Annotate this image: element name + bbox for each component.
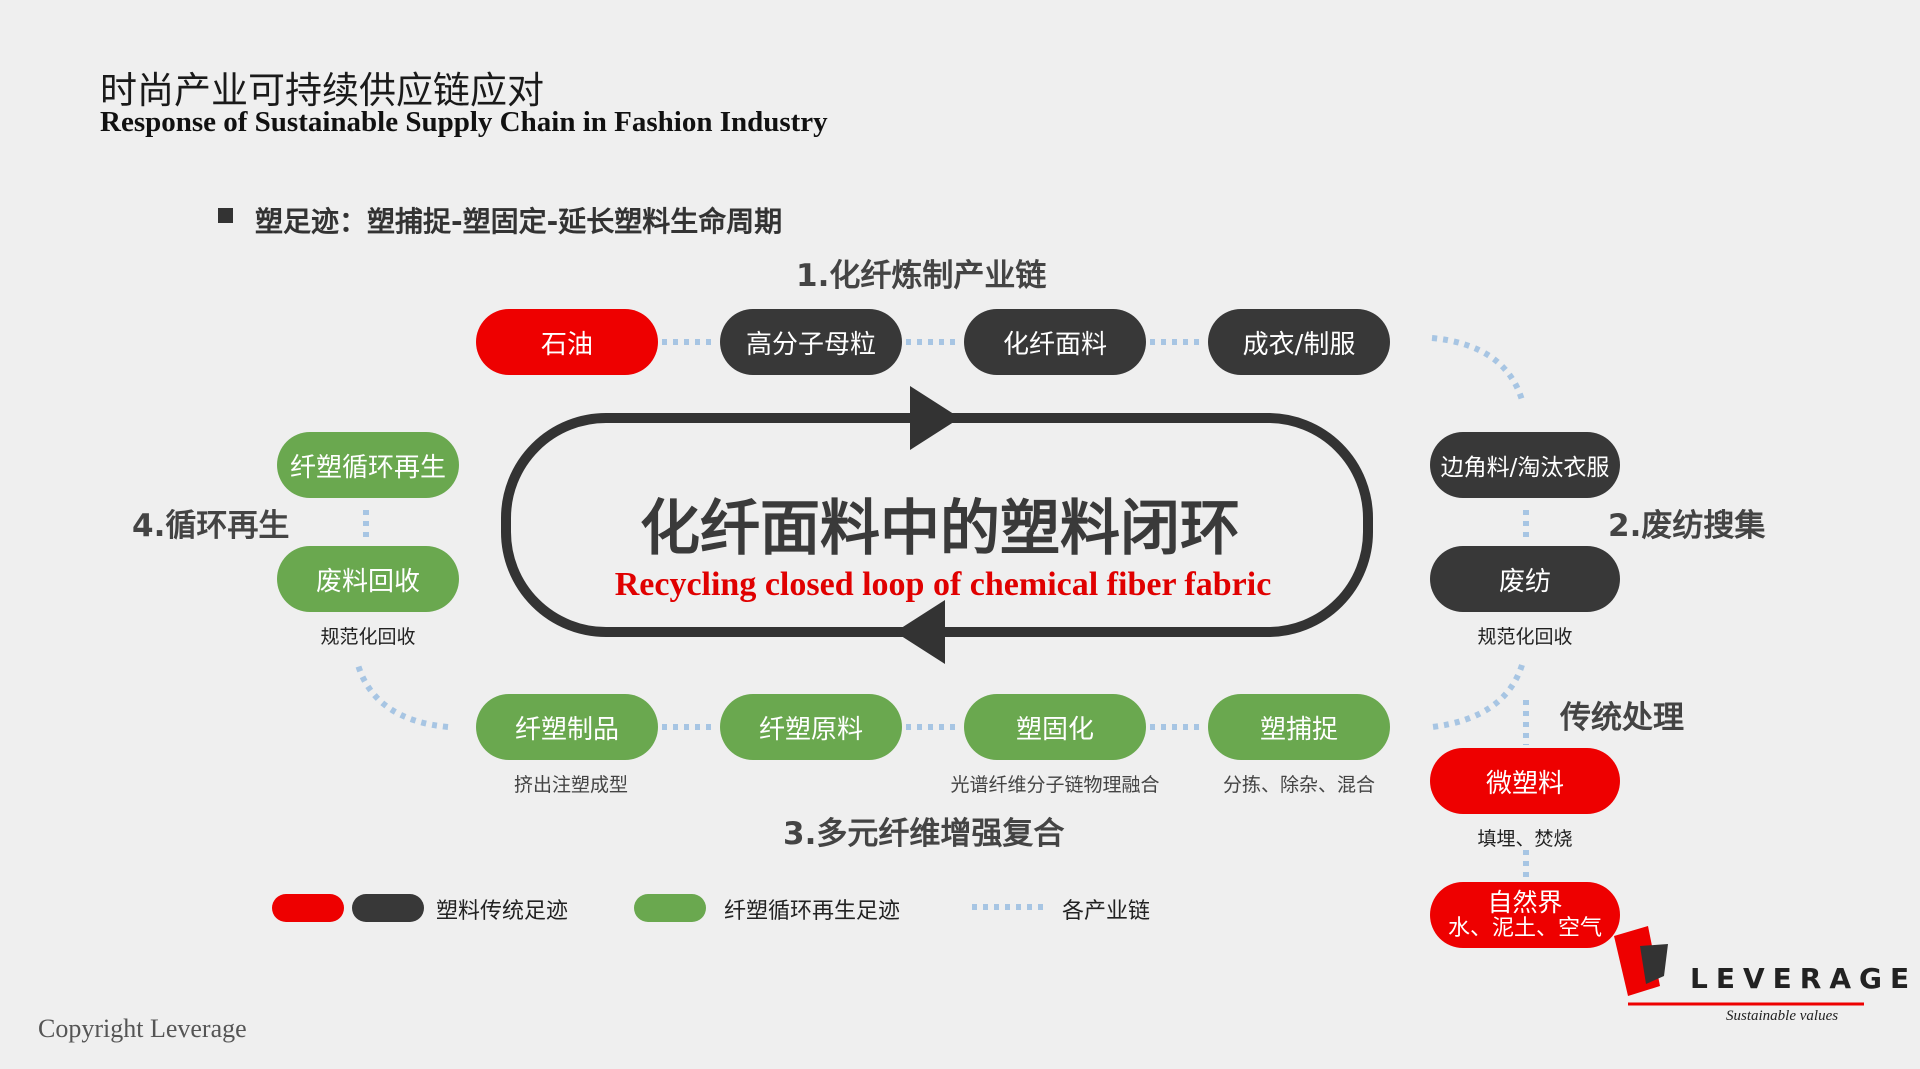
page-title: 时尚产业可持续供应链应对 [100,69,544,112]
node-nature-sub: 水、泥土、空气 [1447,915,1602,941]
link-waste-capture [1431,664,1525,730]
brand-name: LEVERAGE [1690,962,1918,995]
note-microplastic: 填埋、焚烧 [1477,828,1573,850]
brand-tagline: Sustainable values [1726,1008,1839,1024]
node-scraps: 边角料/淘汰衣服 [1430,432,1620,498]
note-fixation: 光谱纤维分子链物理融合 [950,774,1160,796]
copyright: Copyright Leverage [38,1014,247,1043]
note-product: 挤出注塑成型 [513,774,628,796]
section-3-title: 3.多元纤维增强复合 [783,816,1065,852]
node-oil: 石油 [476,309,658,375]
loop-title-en: Recycling closed loop of chemical fiber … [614,566,1272,603]
page-title-en: Response of Sustainable Supply Chain in … [100,106,828,138]
node-fabric: 化纤面料 [964,309,1146,375]
node-microplastic: 微塑料 [1430,748,1620,814]
loop-arrow-right-icon [910,386,960,450]
legend-dark-swatch [352,894,424,922]
node-raw-material: 纤塑原料 [720,694,902,760]
node-recycle-regen: 纤塑循环再生 [277,432,459,498]
legend-recycle: 纤塑循环再生足迹 [724,899,901,924]
legend-chain: 各产业链 [1062,899,1151,924]
note-waste-textile: 规范化回收 [1477,626,1573,648]
node-nature: 自然界 水、泥土、空气 [1430,882,1620,948]
node-product: 纤塑制品 [476,694,658,760]
note-capture: 分拣、除杂、混合 [1222,774,1375,796]
node-garment: 成衣/制服 [1208,309,1390,375]
traditional-treatment-title: 传统处理 [1560,700,1684,736]
loop-arrow-left-icon [895,600,945,664]
node-recovery: 废料回收 [277,546,459,612]
node-waste-textile: 废纺 [1430,546,1620,612]
link-garment-scraps [1431,335,1525,401]
bullet-square-icon [218,208,233,223]
legend-green-swatch [634,894,706,922]
closed-loop-ring [501,413,1373,637]
link-product-recovery [355,664,449,730]
legend-traditional: 塑料传统足迹 [436,899,569,924]
node-polymer: 高分子母粒 [720,309,902,375]
node-capture: 塑捕捉 [1208,694,1390,760]
leverage-logo-icon [1614,926,1864,1006]
section-4-title: 4.循环再生 [132,508,290,544]
node-fixation: 塑固化 [964,694,1146,760]
node-nature-label: 自然界 [1487,888,1563,918]
section-2-title: 2.废纺搜集 [1608,508,1766,544]
page-subtitle: 塑足迹：塑捕捉-塑固定-延长塑料生命周期 [255,205,783,238]
section-1-title: 1.化纤炼制产业链 [796,258,1047,294]
loop-title: 化纤面料中的塑料闭环 [640,494,1240,564]
note-recovery: 规范化回收 [320,626,416,648]
legend-red-swatch [272,894,344,922]
